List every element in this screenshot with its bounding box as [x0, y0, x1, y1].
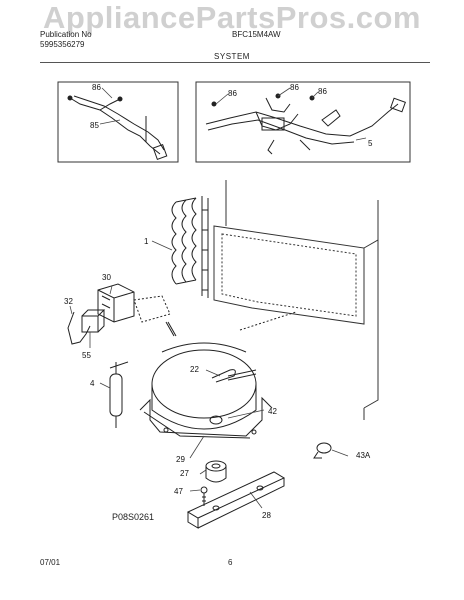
callout-1: 1 — [144, 237, 149, 246]
callout-86-right-b: 86 — [290, 83, 299, 92]
model-number: BFC15M4AW — [232, 30, 281, 39]
inset-box-left — [57, 81, 179, 163]
publication-number: 5995356279 — [40, 40, 85, 49]
inset-box-right — [195, 81, 411, 163]
publication-label: Publication No — [40, 30, 92, 39]
callout-43a: 43A — [356, 451, 371, 460]
drawing-code: P08S0261 — [112, 512, 155, 522]
grommet-drawing — [205, 460, 227, 483]
callout-32: 32 — [64, 297, 73, 306]
drier-drawing — [109, 361, 129, 428]
callout-42: 42 — [268, 407, 277, 416]
callout-55: 55 — [82, 351, 91, 360]
callout-47: 47 — [174, 487, 183, 496]
relay-drawing — [81, 283, 171, 333]
callout-27: 27 — [180, 469, 189, 478]
harness-with-plug-drawing — [205, 93, 406, 155]
cabinet-outline — [213, 180, 379, 420]
callout-29: 29 — [176, 455, 185, 464]
callout-85: 85 — [90, 121, 99, 130]
header-rule — [40, 62, 430, 63]
leader-lines — [69, 87, 367, 509]
screw-drawing — [200, 486, 208, 506]
callout-86-left: 86 — [92, 83, 101, 92]
mounting-rail-drawing — [186, 471, 286, 529]
callout-4: 4 — [90, 379, 95, 388]
callout-86-right-a: 86 — [228, 89, 237, 98]
clamp-drawing — [313, 442, 332, 459]
cord-drawing — [67, 311, 91, 345]
callout-30: 30 — [102, 273, 111, 282]
callout-28: 28 — [262, 511, 271, 520]
section-title: SYSTEM — [214, 52, 250, 61]
publication-info: Publication No 5995356279 — [40, 30, 92, 50]
callout-86-right-c: 86 — [318, 87, 327, 96]
condenser-coil-drawing — [171, 196, 209, 298]
callout-5: 5 — [368, 139, 373, 148]
callout-22: 22 — [190, 365, 199, 374]
footer-page-number: 6 — [228, 558, 233, 567]
footer-date: 07/01 — [40, 558, 61, 567]
wire-harness-drawing — [67, 95, 168, 160]
